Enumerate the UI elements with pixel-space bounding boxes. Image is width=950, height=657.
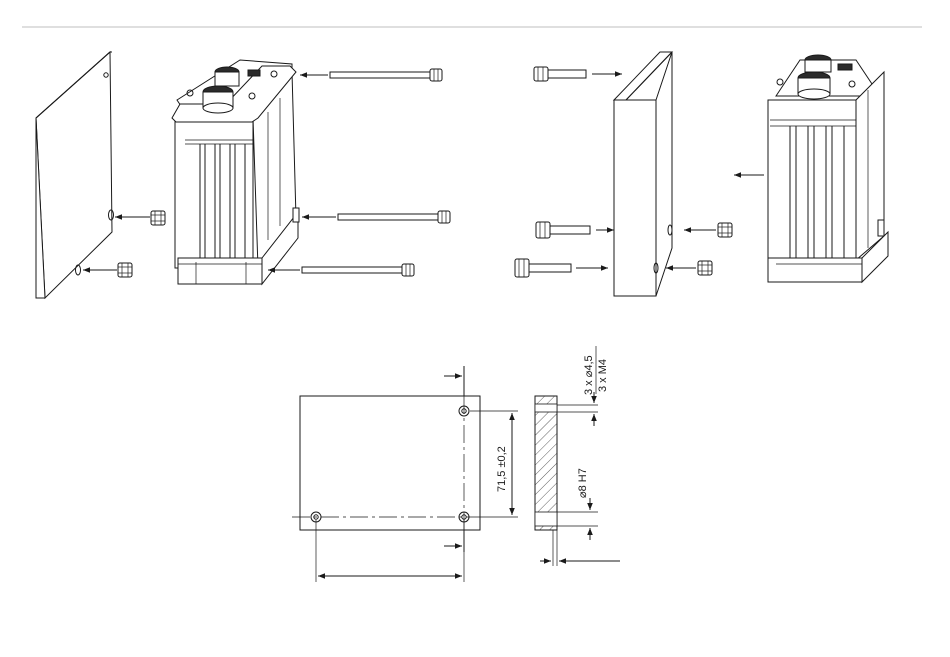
left-assembly [36, 52, 450, 298]
short-screw-mid [536, 222, 590, 238]
mounting-plate-left [36, 52, 114, 298]
dim-holes-clearance: 3 x ⌀4,5 [583, 355, 595, 395]
dim-holes-thread: 3 x M4 [597, 359, 609, 392]
right-assembly [515, 52, 888, 296]
sensor-module-left [172, 60, 299, 284]
side-section-plate: 3 x ⌀4,5 3 x M4 ⌀8 H7 [535, 346, 620, 566]
sensor-module-right [768, 55, 888, 282]
dim-hole-spacing: 71,5 ±0,2 [496, 446, 508, 492]
short-screw-bottom [515, 259, 571, 277]
mounting-plate-right [614, 52, 672, 296]
dim-pin-bore: ⌀8 H7 [577, 468, 589, 498]
short-screw-top [534, 67, 586, 81]
front-view-plate: 71,5 ±0,2 [292, 366, 518, 582]
